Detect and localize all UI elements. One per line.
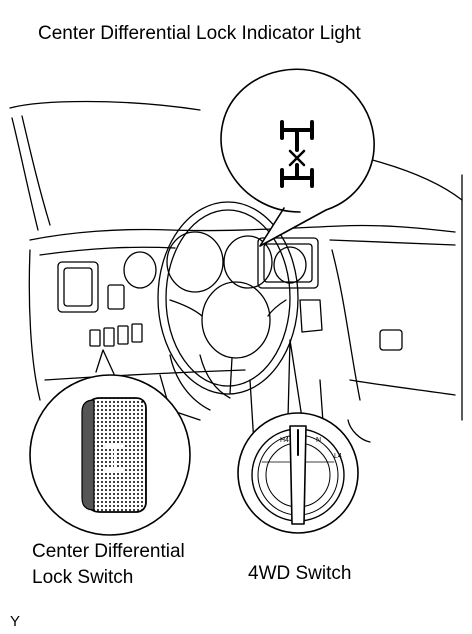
windshield-pillar	[9, 100, 463, 421]
center-diff-lock-indicator-icon	[280, 120, 314, 188]
diagram-title: Center Differential Lock Indicator Light	[38, 23, 361, 44]
dial-mark-n: N	[316, 437, 321, 444]
fourwd-switch-dial	[251, 425, 345, 525]
dial-mark-l4: L4	[334, 453, 342, 460]
instrument-cluster	[123, 231, 307, 293]
steering-wheel	[157, 201, 299, 395]
left-vents-panel	[57, 261, 143, 347]
lock-x-mark	[288, 149, 306, 167]
center-diff-lock-switch-label-line1: Center Differential	[32, 541, 185, 562]
dashboard-outline	[28, 224, 456, 401]
fourwd-dial-markings: H4 N L4	[280, 437, 342, 460]
dial-mark-h4: H4	[280, 437, 289, 444]
figure-code: Y	[10, 613, 21, 630]
center-diff-lock-switch	[81, 397, 147, 513]
fourwd-switch-label: 4WD Switch	[248, 563, 352, 584]
center-diff-lock-switch-label-line2: Lock Switch	[32, 567, 134, 588]
center-console	[249, 237, 403, 461]
